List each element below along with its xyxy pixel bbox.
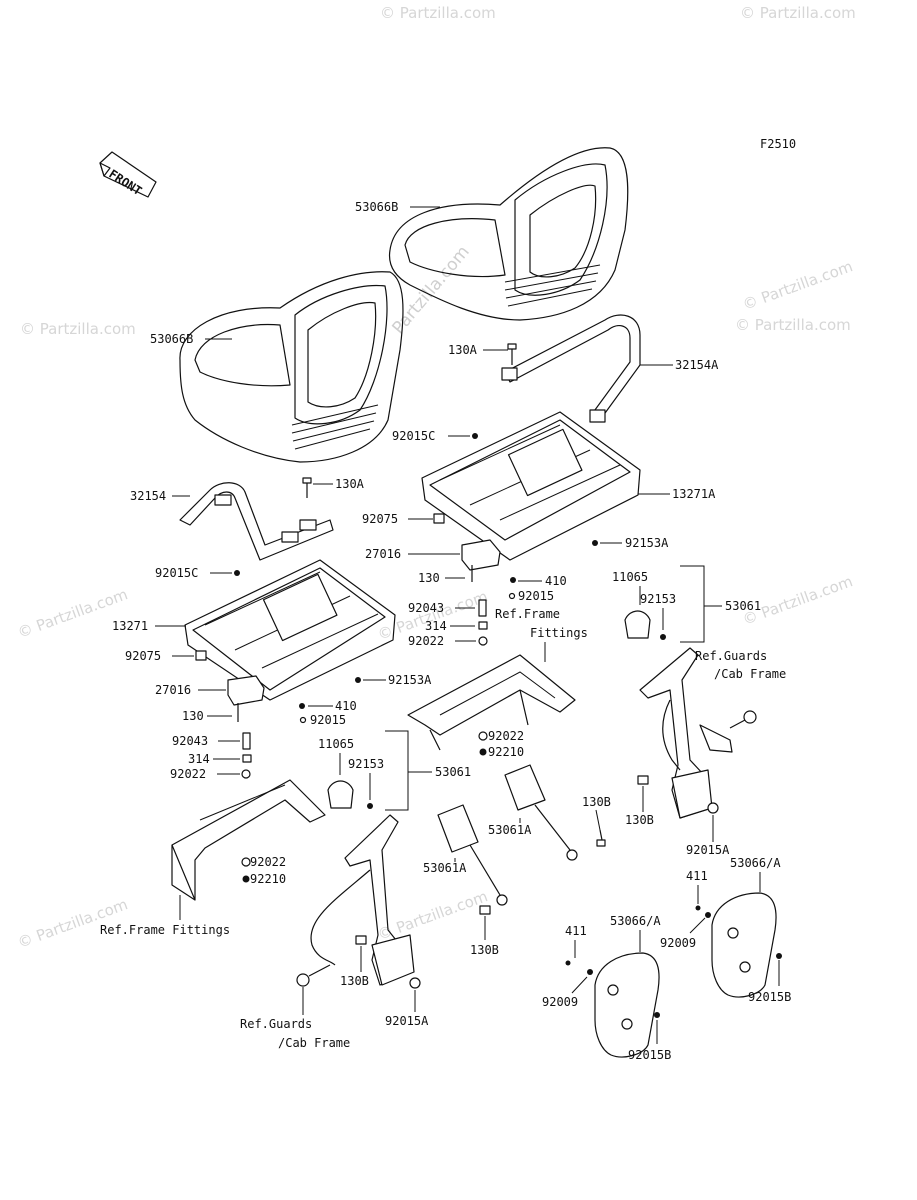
- label-314-top: 314: [425, 619, 447, 633]
- label-11065-left: 11065: [318, 737, 354, 751]
- label-92043-top: 92043: [408, 601, 444, 615]
- label-130-left: 130: [182, 709, 204, 723]
- watermark: © Partzilla.com: [740, 4, 856, 22]
- seat-base-13271A: [421, 411, 641, 561]
- seat-base-13271: [184, 559, 396, 701]
- ref-guards-right: Ref.Guards: [695, 649, 767, 663]
- label-92075-left: 92075: [125, 649, 161, 663]
- label-130B-mid: 130B: [470, 943, 499, 957]
- bolt-130A-top: [507, 343, 517, 365]
- label-92153A-left: 92153A: [388, 673, 432, 687]
- label-53066A-right: 53066/A: [730, 856, 781, 870]
- label-92022-mid: 92022: [488, 729, 524, 743]
- ref-frame-fittings-bottom: Ref.Frame Fittings: [100, 923, 230, 937]
- cover-11065-right: [624, 610, 651, 639]
- label-92210-low: 92210: [250, 872, 286, 886]
- nut-92015-top: [508, 592, 516, 600]
- bolt-92153A-top: [592, 540, 598, 546]
- clip-92075-top: [433, 513, 445, 524]
- ref-guards-bottom: Ref.Guards: [240, 1017, 312, 1031]
- seatbelt-53061-left: [296, 814, 415, 987]
- buckle-53061A-right: [504, 764, 578, 861]
- backrest-53066A-right: [705, 892, 777, 998]
- label-92022-low: 92022: [250, 855, 286, 869]
- washer-410-top: [510, 577, 516, 583]
- frame-fitting-left: [171, 779, 326, 901]
- label-53061A-left: 53061A: [423, 861, 467, 875]
- label-130B-left: 130B: [340, 974, 369, 988]
- label-92015-top: 92015: [518, 589, 554, 603]
- label-92015A-left: 92015A: [385, 1014, 429, 1028]
- watermark: © Partzilla.com: [740, 257, 855, 314]
- label-92153A-top: 92153A: [625, 536, 669, 550]
- nut-314-top: [478, 621, 488, 630]
- bolt-92043-top: [478, 599, 487, 617]
- label-92015C-top: 92015C: [392, 429, 435, 443]
- fittings-top: Fittings: [530, 626, 588, 640]
- watermark: © Partzilla.com: [735, 316, 851, 334]
- label-92022-top: 92022: [408, 634, 444, 648]
- label-53066B-left: 53066B: [150, 332, 193, 346]
- washer-92022-top: [478, 636, 488, 646]
- label-92153-left: 92153: [348, 757, 384, 771]
- label-92015A-right: 92015A: [686, 843, 730, 857]
- label-410-left: 410: [335, 699, 357, 713]
- label-53066B-right: 53066B: [355, 200, 398, 214]
- label-32154A: 32154A: [675, 358, 719, 372]
- buckle-53061A-left: [437, 804, 508, 906]
- frame-fitting-right: [407, 654, 576, 751]
- label-92210-mid: 92210: [488, 745, 524, 759]
- label-92015B-right: 92015B: [748, 990, 791, 1004]
- watermark: © Partzilla.com: [20, 320, 136, 338]
- label-130A-top: 130A: [448, 343, 478, 357]
- label-92015-left: 92015: [310, 713, 346, 727]
- label-13271: 13271: [112, 619, 148, 633]
- label-53061-left: 53061: [435, 765, 471, 779]
- label-130B-right1: 130B: [582, 795, 611, 809]
- label-92022-left: 92022: [170, 767, 206, 781]
- label-32154: 32154: [130, 489, 166, 503]
- label-314-left: 314: [188, 752, 210, 766]
- label-130A-left: 130A: [335, 477, 365, 491]
- label-411-right: 411: [686, 869, 708, 883]
- label-92009-left: 92009: [542, 995, 578, 1009]
- label-92015B-left: 92015B: [628, 1048, 671, 1062]
- figure-code: F2510: [760, 137, 796, 151]
- label-410-top: 410: [545, 574, 567, 588]
- label-53061A-right: 53061A: [488, 823, 532, 837]
- cab-frame-bottom: /Cab Frame: [278, 1036, 350, 1050]
- ref-frame-top: Ref.Frame: [495, 607, 560, 621]
- seat-right: [388, 147, 629, 321]
- grab-bar-32154A: [501, 314, 641, 423]
- label-92075-top: 92075: [362, 512, 398, 526]
- label-130-top: 130: [418, 571, 440, 585]
- backrest-53066A-left: [587, 952, 660, 1058]
- watermarks: © Partzilla.com © Partzilla.com © Partzi…: [15, 4, 856, 952]
- label-92009-right: 92009: [660, 936, 696, 950]
- label-13271A: 13271A: [672, 487, 716, 501]
- label-92015C-left: 92015C: [155, 566, 198, 580]
- seat-left: [179, 271, 404, 463]
- label-53061-right: 53061: [725, 599, 761, 613]
- label-92153-right: 92153: [640, 592, 676, 606]
- watermark: © Partzilla.com: [15, 585, 130, 642]
- label-92043-left: 92043: [172, 734, 208, 748]
- cab-frame-right: /Cab Frame: [714, 667, 786, 681]
- label-130B-right2: 130B: [625, 813, 654, 827]
- front-label: FRONT: [106, 167, 144, 198]
- front-arrow-icon: FRONT: [99, 151, 157, 198]
- watermark: © Partzilla.com: [380, 4, 496, 22]
- label-411-left: 411: [565, 924, 587, 938]
- label-11065-right: 11065: [612, 570, 648, 584]
- bracket-27016-top: [461, 539, 501, 571]
- grab-bar-32154: [179, 482, 334, 561]
- label-53066A-left: 53066/A: [610, 914, 661, 928]
- label-27016-top: 27016: [365, 547, 401, 561]
- nut-92015C-top: [472, 433, 478, 439]
- label-27016-left: 27016: [155, 683, 191, 697]
